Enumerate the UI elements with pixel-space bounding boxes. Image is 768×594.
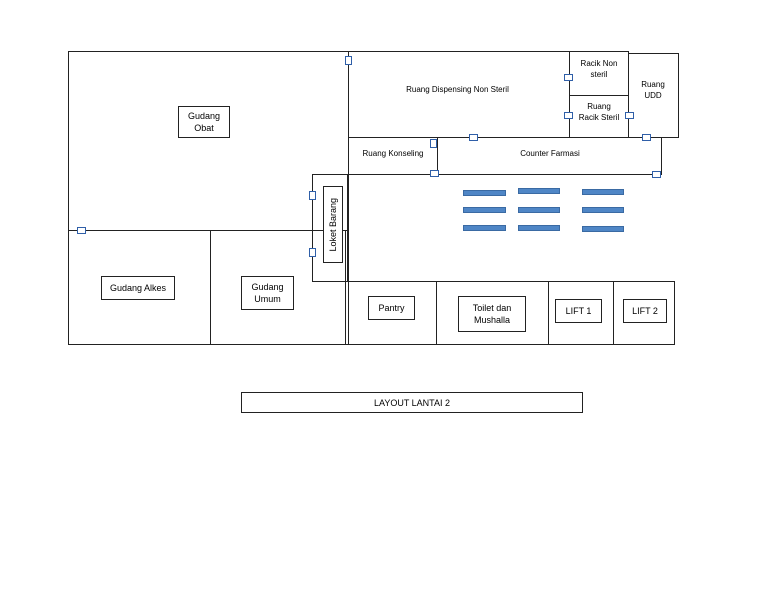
- lift1-label: LIFT 1: [555, 299, 602, 323]
- dispensing-label: Ruang Dispensing Non Steril: [406, 84, 509, 94]
- waiting-area-wall: [348, 174, 349, 282]
- layout-caption: LAYOUT LANTAI 2: [241, 392, 583, 413]
- door-icon: [430, 139, 437, 148]
- gudang-umum-label: Gudang Umum: [241, 276, 294, 310]
- gudang-obat-label: Gudang Obat: [178, 106, 230, 138]
- racik-non-steril-label: Racik Non steril: [580, 59, 618, 79]
- gudang-alkes-label: Gudang Alkes: [101, 276, 175, 300]
- door-icon: [564, 74, 573, 81]
- door-icon: [652, 171, 661, 178]
- door-icon: [345, 56, 352, 65]
- racik-steril-label: Ruang Racik Steril: [578, 102, 620, 122]
- door-icon: [642, 134, 651, 141]
- loket-barang-text: Loket Barang: [328, 197, 338, 252]
- bench: [463, 190, 506, 196]
- bench: [463, 225, 506, 231]
- counter-label: Counter Farmasi: [520, 148, 580, 158]
- bench: [518, 188, 560, 194]
- loket-barang-room: [312, 174, 348, 282]
- toilet-label: Toilet dan Mushalla: [458, 296, 526, 332]
- bench: [463, 207, 506, 213]
- bench: [582, 226, 624, 232]
- loket-barang-label: Loket Barang: [323, 186, 343, 263]
- lift2-label: LIFT 2: [623, 299, 667, 323]
- door-icon: [309, 191, 316, 200]
- door-icon: [430, 170, 439, 177]
- bench: [518, 225, 560, 231]
- bench: [582, 207, 624, 213]
- udd-label: Ruang UDD: [641, 80, 665, 100]
- konseling-label: Ruang Konseling: [362, 148, 424, 158]
- bench: [518, 207, 560, 213]
- lift2-room: [613, 281, 675, 345]
- gudang-obat-room: [68, 51, 349, 231]
- bench: [582, 189, 624, 195]
- door-icon: [625, 112, 634, 119]
- door-icon: [77, 227, 86, 234]
- door-icon: [309, 248, 316, 257]
- door-icon: [469, 134, 478, 141]
- door-icon: [564, 112, 573, 119]
- pantry-label: Pantry: [368, 296, 415, 320]
- counter-room: [437, 137, 662, 175]
